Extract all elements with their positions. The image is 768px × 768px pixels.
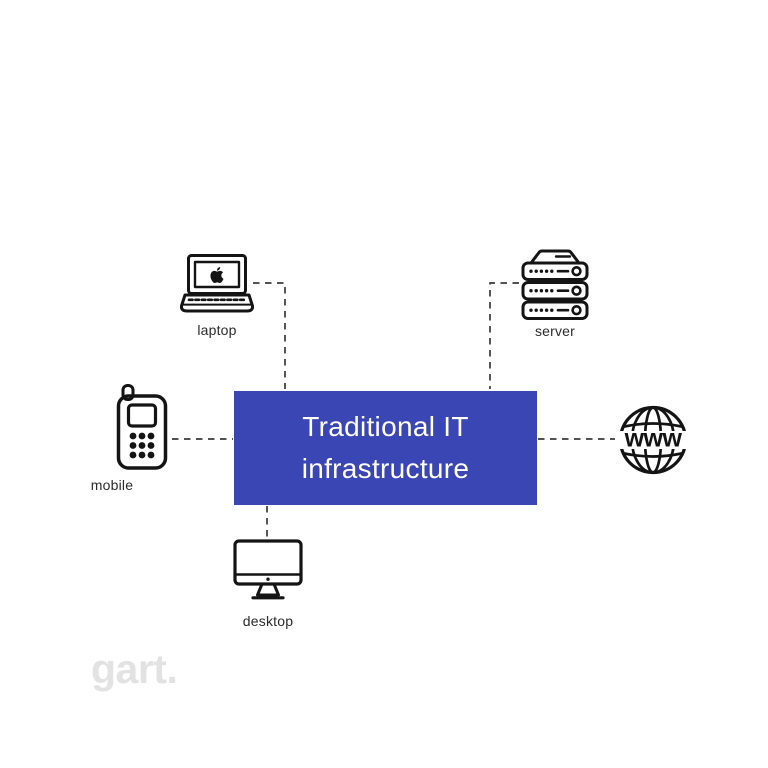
node-label-laptop: laptop (197, 322, 237, 338)
laptop-apple-icon (179, 254, 255, 313)
www-band (617, 431, 689, 449)
server-rack-icon (521, 249, 589, 320)
diagram-title: Traditional IT infrastructure (301, 411, 470, 484)
central-box: Traditional IT infrastructure (234, 391, 537, 505)
gart-logo: gart. (91, 646, 178, 692)
node-label-desktop: desktop (242, 613, 294, 629)
globe-www-icon: www (617, 405, 689, 475)
connector-server-to-box (489, 282, 519, 389)
mobile-keypad-dots (129, 432, 155, 459)
www-label: www (624, 425, 683, 453)
server-bay-leds (529, 266, 582, 316)
desktop-monitor-icon (233, 539, 303, 600)
mobile-phone-icon (116, 384, 168, 470)
node-label-server: server (534, 323, 576, 339)
node-label-mobile: mobile (90, 477, 134, 493)
